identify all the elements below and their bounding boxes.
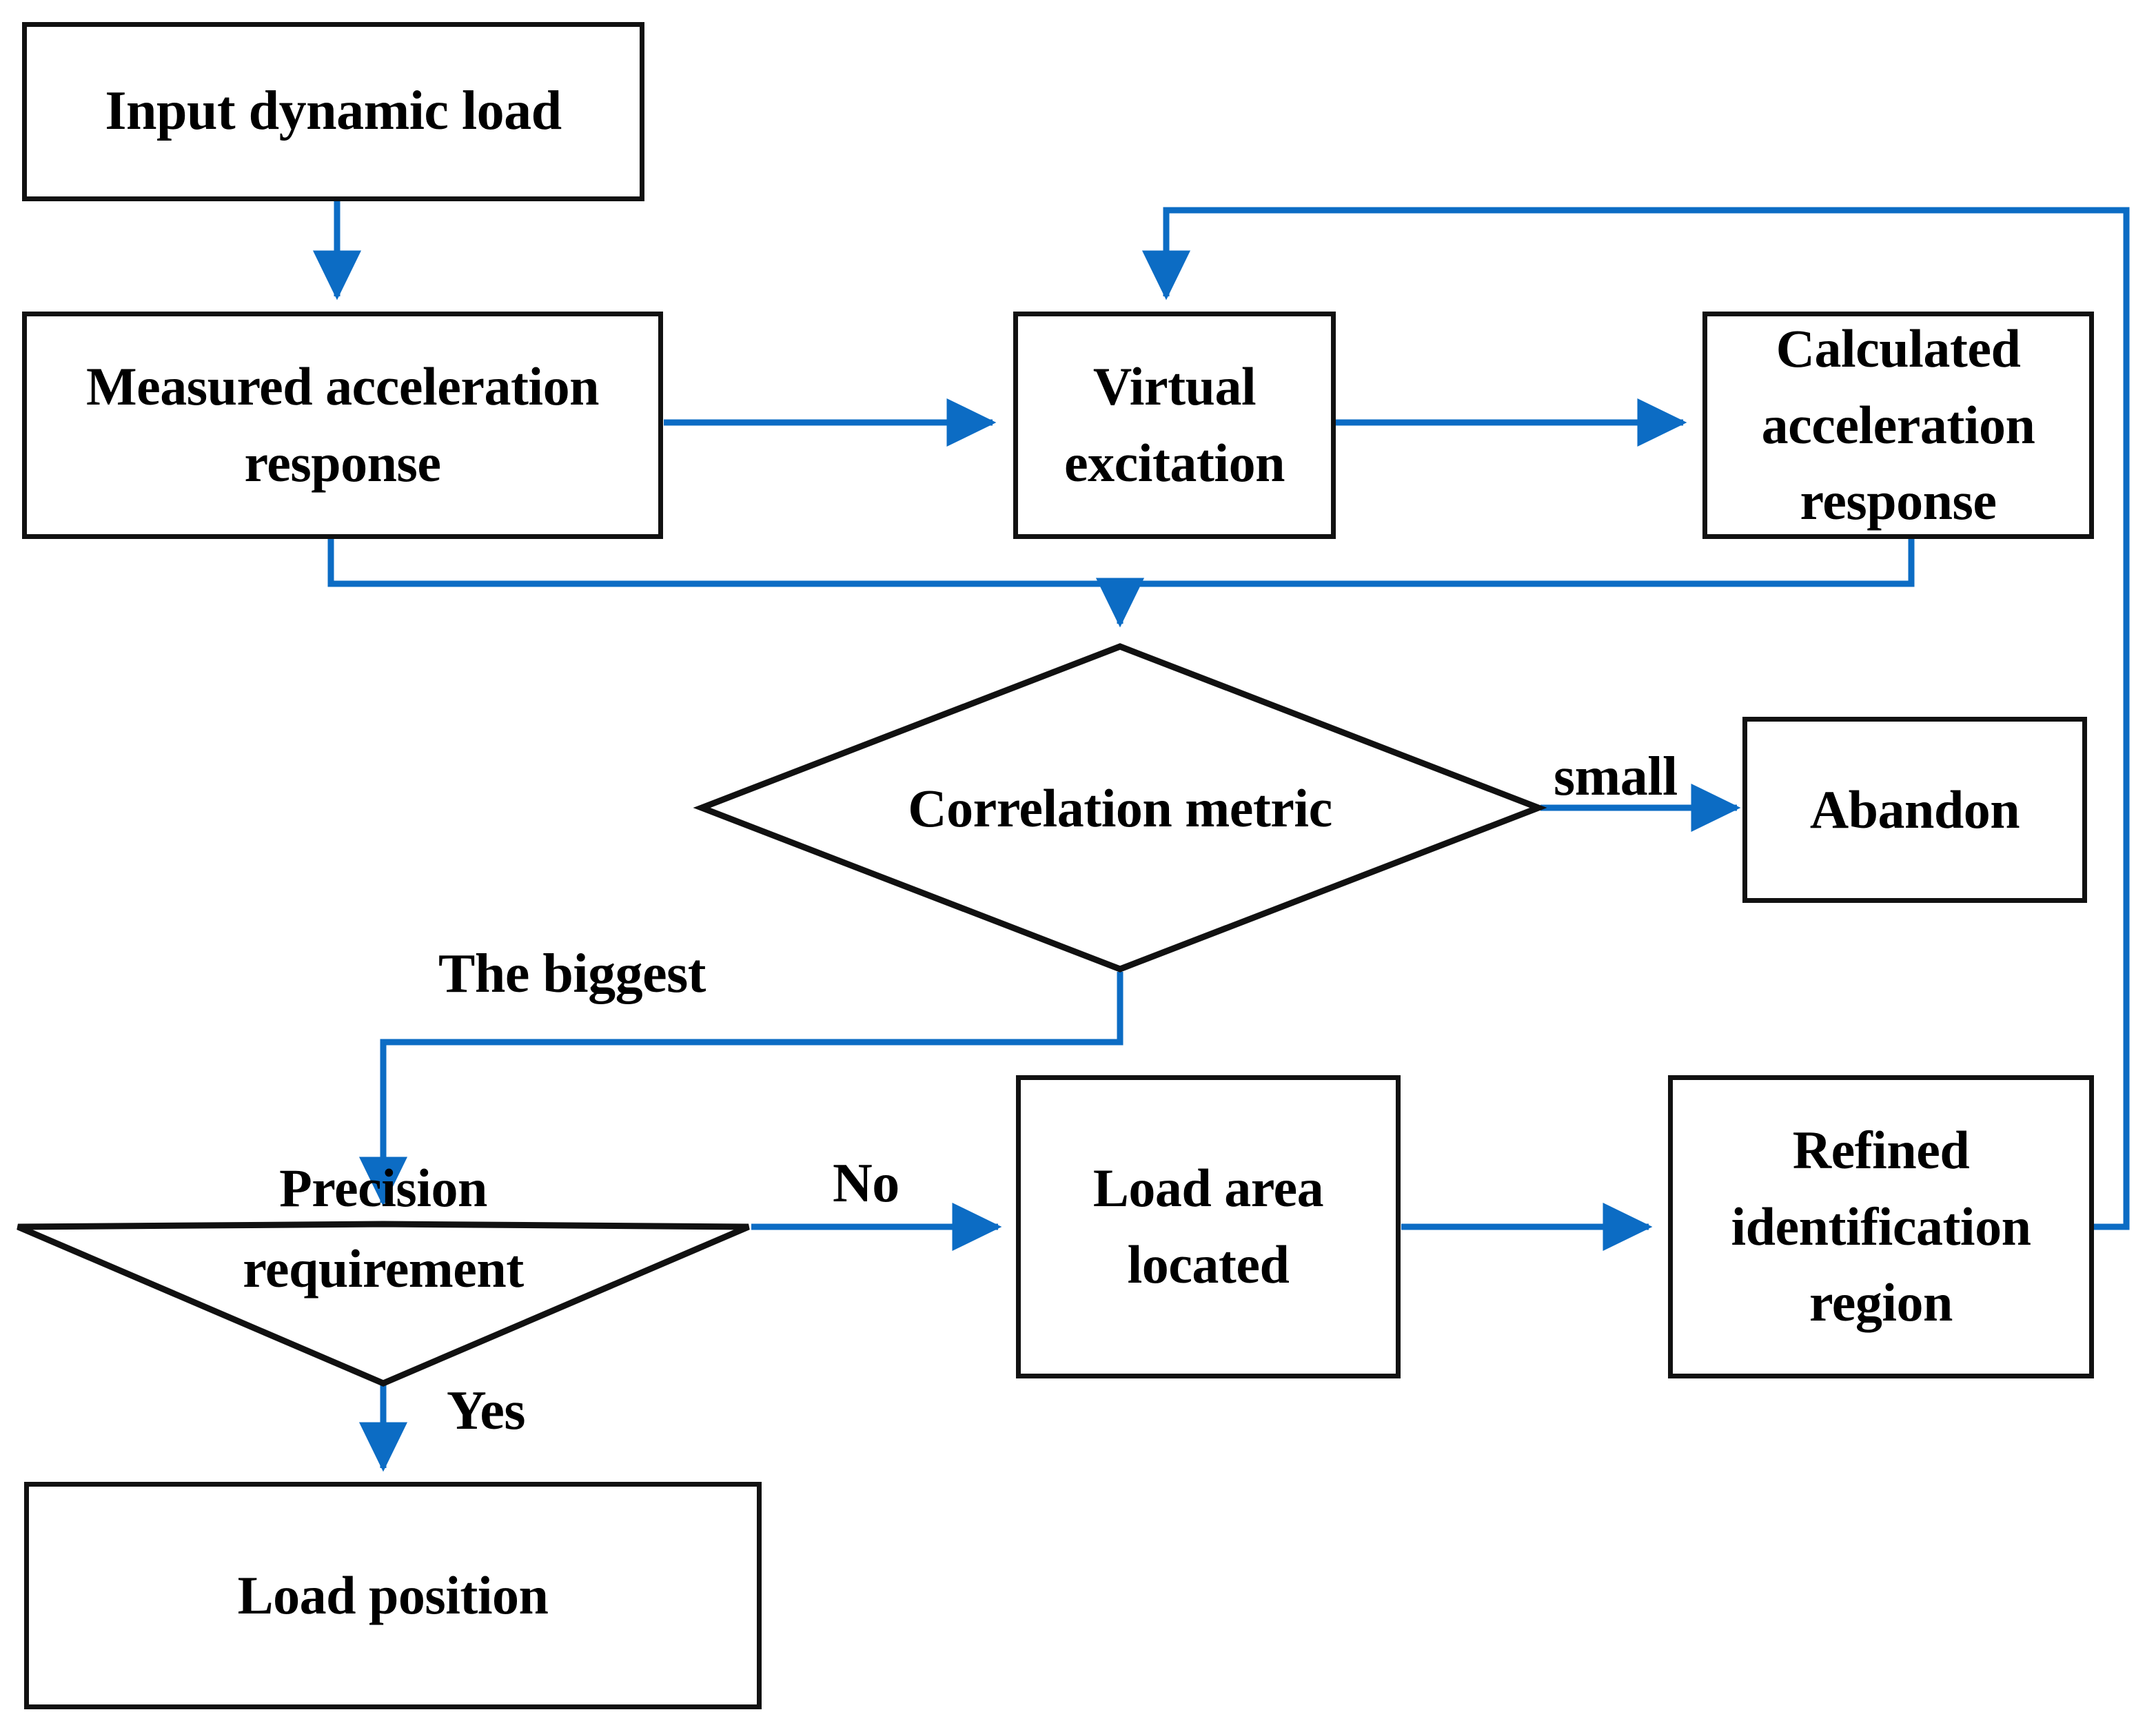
edge-correlation-to-precision [358,972,1123,1207]
node-label: Input dynamic load [105,81,562,142]
precision-requirement-diamond[interactable] [17,1221,750,1387]
edge-refined-to-virtual-feedback [1141,207,2130,1230]
node-label: Load area located [1092,1158,1324,1294]
node-load-area-located[interactable]: Load area located [1016,1075,1401,1378]
node-label: Load position [237,1565,549,1625]
node-abandon[interactable]: Abandon [1742,717,2087,903]
node-load-position[interactable]: Load position [24,1482,762,1709]
correlation-metric-diamond[interactable] [693,643,1547,972]
node-label: Measured acceleration response [86,356,599,493]
node-calculated-acceleration-response[interactable]: Calculated acceleration response [1702,312,2094,539]
node-label: Virtual excitation [1064,356,1285,493]
node-label: Abandon [1809,779,2020,839]
node-virtual-excitation[interactable]: Virtual excitation [1013,312,1336,539]
node-refined-identification-region[interactable]: Refined identification region [1668,1075,2094,1378]
edge-label-yes: Yes [447,1381,526,1441]
node-label: Calculated acceleration response [1761,318,2035,531]
node-label: Refined identification region [1731,1119,2032,1333]
node-input-dynamic-load[interactable]: Input dynamic load [22,22,644,201]
edge-label-no: No [833,1153,899,1214]
node-measured-acceleration-response[interactable]: Measured acceleration response [22,312,663,539]
edge-measured-to-merge [327,539,1120,587]
edge-label-small: small [1554,746,1678,807]
edge-calculated-to-merge [1120,539,1915,587]
edge-label-the-biggest: The biggest [438,944,706,1004]
